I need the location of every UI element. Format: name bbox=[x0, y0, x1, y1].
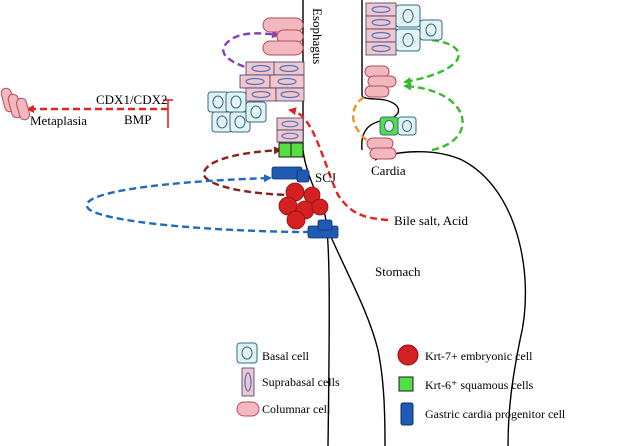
arrow-bile-acid bbox=[288, 107, 389, 222]
basal-block-left bbox=[207, 91, 267, 133]
metaplasia-cells bbox=[0, 87, 31, 121]
legend-columnar-text: Columnar cell bbox=[262, 402, 331, 416]
legend-krt7-text: Krt-7+ embryonic cell bbox=[425, 349, 533, 363]
gastric-cells-lower bbox=[307, 219, 339, 239]
arrow-green-upper bbox=[403, 38, 460, 85]
krt6-cells-scj bbox=[278, 142, 304, 158]
stomach-label: Stomach bbox=[375, 264, 421, 279]
stomach-inner-curve bbox=[374, 151, 527, 446]
stomach-left-wall bbox=[327, 229, 386, 446]
scj-label: SCJ bbox=[315, 170, 336, 185]
legend-gastric: Gastric cardia progenitor cell bbox=[400, 402, 566, 426]
legend-basal-text: Basal cell bbox=[262, 349, 310, 363]
arrow-darkred bbox=[202, 146, 296, 197]
gastric-cells-upper bbox=[271, 166, 310, 183]
legend-krt7: Krt-7+ embryonic cell bbox=[397, 344, 533, 366]
legend-suprabasal-text: Suprabasal cells bbox=[262, 375, 340, 389]
legend-columnar: Columnar cell bbox=[236, 401, 331, 417]
arrows bbox=[26, 30, 464, 234]
legend-krt6: Krt-6⁺ squamous cells bbox=[398, 376, 534, 392]
legend-basal: Basal cell bbox=[236, 342, 310, 364]
bile-acid-label: Bile salt, Acid bbox=[394, 213, 469, 228]
columnar-cells-right bbox=[364, 65, 397, 98]
cdx-label: CDX1/CDX2 bbox=[96, 92, 168, 107]
cardia-right-wall bbox=[361, 0, 400, 151]
columnar-cells-top bbox=[262, 17, 304, 56]
legend-gastric-text: Gastric cardia progenitor cell bbox=[425, 407, 566, 421]
legend: Basal cell Suprabasal cells Columnar cel… bbox=[236, 342, 566, 426]
cardia-label: Cardia bbox=[371, 163, 406, 178]
metaplasia-label: Metaplasia bbox=[30, 113, 87, 128]
legend-suprabasal: Suprabasal cells bbox=[241, 367, 340, 397]
right-basal-pocket bbox=[379, 116, 417, 136]
arrow-green-lower bbox=[403, 82, 464, 152]
columnar-cells-cardia bbox=[366, 137, 397, 160]
arrow-blue bbox=[85, 174, 311, 234]
bmp-label: BMP bbox=[124, 112, 151, 127]
suprabasal-block-left bbox=[239, 61, 305, 102]
suprabasal-block-scj bbox=[276, 117, 304, 143]
right-top-block bbox=[365, 2, 443, 56]
krt7-cells-cluster bbox=[278, 182, 329, 230]
cdx-bmp-marker bbox=[163, 99, 173, 128]
esophagus-label: Esophagus bbox=[310, 8, 325, 64]
legend-krt6-text: Krt-6⁺ squamous cells bbox=[425, 378, 534, 392]
